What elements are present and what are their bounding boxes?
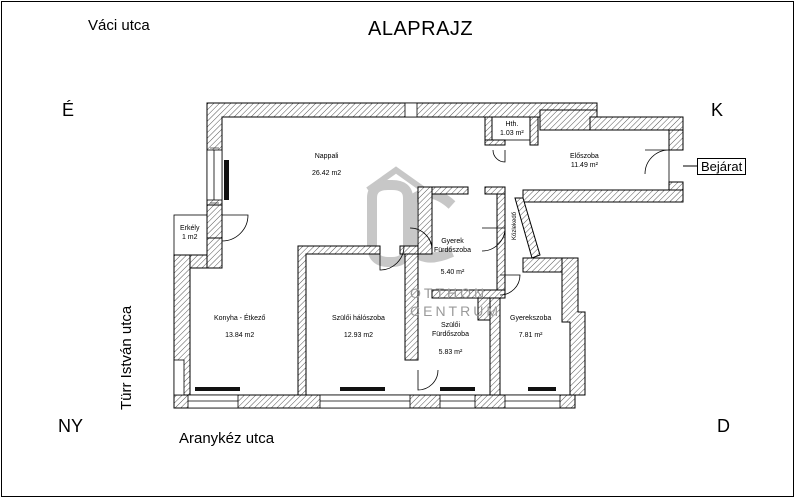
- room-area: 1.03 m²: [500, 130, 524, 137]
- radiators: [195, 160, 556, 391]
- room-area: 7.81 m²: [518, 332, 543, 339]
- room-area: 26.42 m2: [312, 170, 342, 177]
- street-label-left: Türr István utca: [118, 305, 135, 410]
- room-area: 5.83 m²: [438, 349, 463, 356]
- room-label-nappali: Nappali 26.42 m2: [312, 152, 341, 178]
- room-label-wc: Hth. 1.03 m²: [500, 120, 524, 138]
- compass-east: K: [711, 100, 724, 120]
- room-name: Konyha - Étkező: [214, 315, 266, 322]
- room-name: Gyerekszoba: [510, 315, 552, 322]
- street-label-top: Váci utca: [88, 17, 150, 34]
- watermark-logo: [366, 166, 456, 267]
- page-title: ALAPRAJZ: [368, 18, 474, 40]
- watermark-line2: CENTRUM: [410, 303, 501, 319]
- room-name: Nappali: [314, 153, 339, 160]
- room-name: Gyerek Fürdőszoba: [434, 238, 471, 254]
- room-label-szuloi-haloszoba: Szülői hálószoba 12.93 m2: [332, 314, 385, 340]
- compass-south: D: [717, 416, 730, 436]
- windows: [173, 102, 561, 409]
- room-outlines: [173, 116, 531, 256]
- entrance-label: Bejárat: [697, 158, 747, 175]
- room-area: 13.84 m2: [225, 332, 255, 339]
- compass-west: NY: [58, 416, 84, 436]
- room-name: Erkély: [180, 225, 200, 232]
- room-label-szuloi-furdo: Szülői Fürdőszoba 5.83 m²: [432, 312, 469, 366]
- room-label-erkely: Erkély 1 m2: [180, 224, 199, 242]
- room-name: Hth.: [505, 121, 519, 128]
- room-label-gyerek-furdo: Gyerek Fürdőszoba 5.40 m²: [434, 228, 471, 286]
- room-label-konyha: Konyha - Étkező 13.84 m2: [214, 314, 265, 340]
- watermark-line1: OTTHON: [410, 285, 488, 301]
- room-area: 12.93 m2: [343, 332, 374, 339]
- room-label-eloszoba: Előszoba 11.49 m²: [570, 152, 599, 170]
- room-name: Előszoba: [570, 153, 599, 160]
- room-name: Közlekedő: [512, 211, 518, 240]
- balcony-details: [210, 147, 219, 204]
- room-label-gyerekszoba: Gyerekszoba 7.81 m²: [510, 314, 551, 340]
- room-area: 11.49 m²: [570, 162, 598, 169]
- compass-north: É: [62, 100, 75, 120]
- street-label-bottom: Aranykéz utca: [179, 430, 275, 447]
- room-label-kozlekedo: Közlekedő: [511, 212, 520, 240]
- room-area: 5.40 m²: [440, 269, 465, 276]
- doors: [221, 149, 670, 391]
- room-name: Szülői hálószoba: [332, 315, 385, 322]
- room-name: Szülői Fürdőszoba: [432, 322, 469, 338]
- room-area: 1 m2: [181, 234, 198, 241]
